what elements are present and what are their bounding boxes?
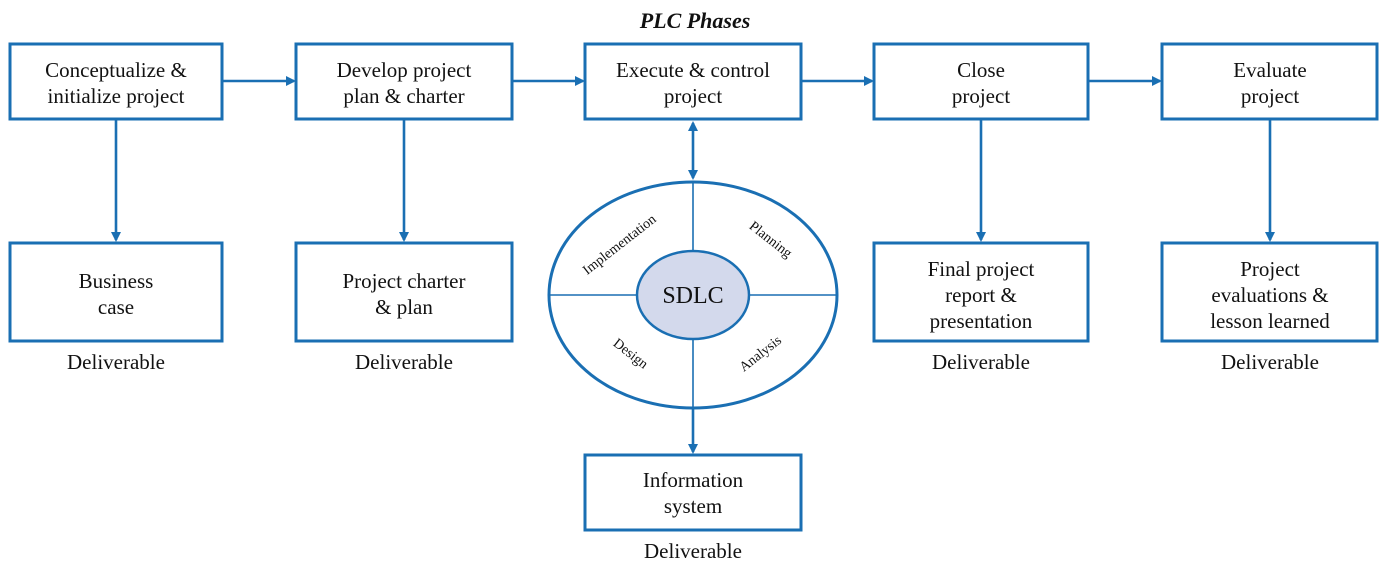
deliverable-label-line: report & — [945, 283, 1017, 307]
phase-label-line: project — [664, 84, 722, 108]
deliverable-label-line: presentation — [930, 309, 1033, 333]
sdlc-core-label: SDLC — [662, 283, 723, 309]
phase-label-line: Conceptualize & — [45, 58, 187, 82]
deliverable-business-case: Business case Deliverable — [8, 241, 224, 374]
phase-execute: Execute & control project — [583, 42, 803, 121]
deliverable-label-line: & plan — [375, 295, 433, 319]
phase-label-line: Develop project — [337, 58, 472, 82]
deliverable-label-line: case — [98, 295, 134, 319]
deliverable-information-system: Information system Deliverable — [583, 453, 803, 563]
phase-develop: Develop project plan & charter — [294, 42, 514, 121]
deliverable-label-line: Project — [1240, 257, 1300, 281]
deliverable-project-charter: Project charter & plan Deliverable — [294, 241, 514, 374]
deliverable-label-line: evaluations & — [1211, 283, 1328, 307]
phase-conceptualize: Conceptualize & initialize project — [8, 42, 224, 121]
phase-evaluate: Evaluate project — [1160, 42, 1379, 121]
deliverable-label-line: Information — [643, 468, 744, 492]
phase-label-line: Execute & control — [616, 58, 770, 82]
deliverable-label-line: system — [664, 494, 722, 518]
deliverable-label-line: Project charter — [342, 269, 465, 293]
deliverable-caption: Deliverable — [355, 350, 453, 374]
phase-label-line: initialize project — [47, 84, 184, 108]
deliverable-caption: Deliverable — [932, 350, 1030, 374]
deliverable-project-evaluations: Project evaluations & lesson learned Del… — [1160, 241, 1379, 374]
phase-label-line: Close — [957, 58, 1005, 82]
sdlc-core — [635, 249, 751, 341]
deliverable-label-line: Business — [79, 269, 154, 293]
phase-label-line: plan & charter — [343, 84, 464, 108]
deliverable-label-line: lesson learned — [1210, 309, 1330, 333]
deliverable-caption: Deliverable — [67, 350, 165, 374]
deliverable-final-report: Final project report & presentation Deli… — [872, 241, 1090, 374]
sdlc-cycle: SDLC Implementation Planning Design Anal… — [547, 180, 839, 410]
diagram-title: PLC Phases — [639, 8, 751, 33]
phase-label-line: project — [1241, 84, 1299, 108]
phase-close: Close project — [872, 42, 1090, 121]
deliverable-caption: Deliverable — [644, 539, 742, 563]
deliverable-caption: Deliverable — [1221, 350, 1319, 374]
phase-label-line: project — [952, 84, 1010, 108]
deliverable-label-line: Final project — [928, 257, 1035, 281]
phase-label-line: Evaluate — [1233, 58, 1306, 82]
